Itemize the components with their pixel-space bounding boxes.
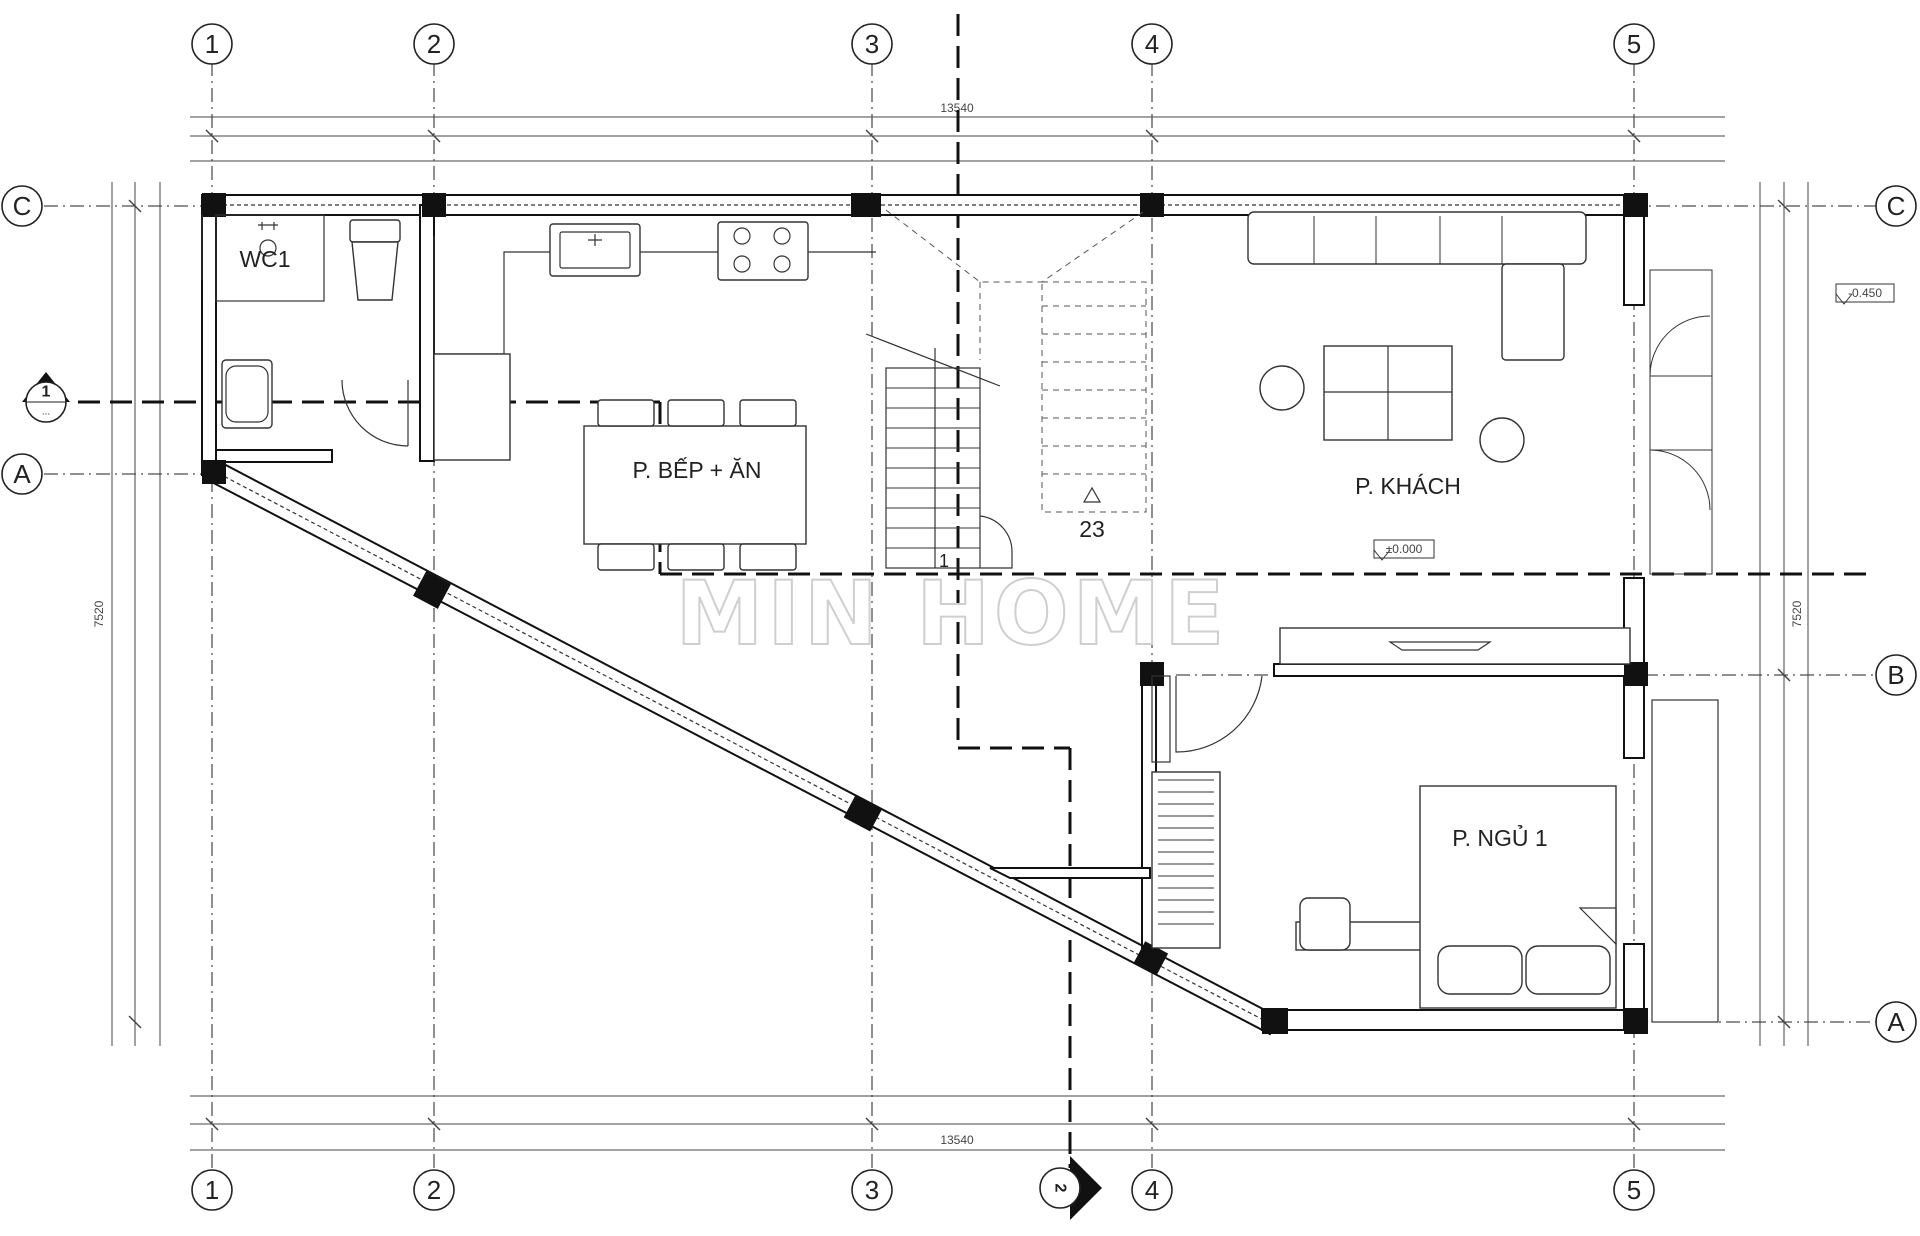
- stair-start-number: 1: [939, 551, 949, 571]
- svg-text:A: A: [1887, 1007, 1905, 1037]
- grid-bubbles-right: C B A: [1875, 185, 1917, 1043]
- dim-overall-top: 13540: [940, 101, 974, 115]
- walls: [201, 194, 1645, 1036]
- wc-fixtures: [201, 214, 409, 447]
- grid-bubble-bottom-4: 4: [1131, 1169, 1173, 1211]
- grid-bubbles-left: C A: [1, 185, 43, 495]
- section-marker-1: 1 ...: [22, 372, 70, 423]
- grid-bubble-right-c: C: [1875, 185, 1917, 227]
- bedroom-fixtures: [1151, 675, 1719, 1023]
- section-marker-2: 2: [1039, 1156, 1102, 1220]
- grid-bubble-top-2: 2: [413, 23, 455, 65]
- svg-text:4: 4: [1145, 1175, 1159, 1205]
- staircase: [865, 209, 1147, 569]
- svg-text:1: 1: [205, 1175, 219, 1205]
- grid-bubbles-bottom: 1 2 3 4 5: [191, 1169, 1655, 1211]
- grid-bubble-left-a: A: [1, 453, 43, 495]
- section-1-ref: ...: [42, 407, 50, 418]
- dimension-lines: [111, 116, 1809, 1151]
- svg-text:3: 3: [865, 29, 879, 59]
- svg-text:A: A: [13, 459, 31, 489]
- svg-text:2: 2: [427, 29, 441, 59]
- level-marker-floor: ±0.000: [1373, 539, 1435, 561]
- watermark: MIN HOME: [676, 562, 1229, 665]
- room-label-bedroom: P. NGỦ 1: [1452, 823, 1547, 851]
- grid-bubble-bottom-3: 3: [851, 1169, 893, 1211]
- grid-bubbles-top: 1 2 3 4 5: [191, 23, 1655, 65]
- structural-columns: [202, 193, 1648, 1034]
- level-floor-text: ±0.000: [1386, 542, 1423, 556]
- svg-text:3: 3: [865, 1175, 879, 1205]
- living-fixtures: [1247, 211, 1713, 665]
- grid-bubble-top-3: 3: [851, 23, 893, 65]
- dim-right-side: 7520: [1790, 600, 1804, 627]
- room-label-kitchen: P. BẾP + ĂN: [633, 456, 762, 483]
- svg-text:4: 4: [1145, 29, 1159, 59]
- svg-text:B: B: [1887, 660, 1904, 690]
- kitchen-fixtures: [433, 221, 876, 571]
- grid-bubble-right-a: A: [1875, 1001, 1917, 1043]
- grid-bubble-top-1: 1: [191, 23, 233, 65]
- grid-bubble-bottom-1: 1: [191, 1169, 233, 1211]
- grid-bubble-right-b: B: [1875, 654, 1917, 696]
- svg-text:C: C: [1887, 191, 1906, 221]
- section-2-number: 2: [1052, 1184, 1069, 1193]
- svg-text:5: 5: [1627, 1175, 1641, 1205]
- grid-bubble-bottom-2: 2: [413, 1169, 455, 1211]
- dim-overall-bottom: 13540: [940, 1133, 974, 1147]
- level-marker-entrance: -0.450: [1835, 283, 1895, 305]
- room-label-wc: WC1: [239, 246, 290, 272]
- svg-text:2: 2: [427, 1175, 441, 1205]
- grid-bubble-bottom-5: 5: [1613, 1169, 1655, 1211]
- stair-end-number: 23: [1079, 516, 1105, 542]
- section-1-number: 1: [42, 384, 51, 401]
- dim-left-side: 7520: [92, 600, 106, 627]
- grid-bubble-top-5: 5: [1613, 23, 1655, 65]
- grid-bubble-left-c: C: [1, 185, 43, 227]
- level-entrance-text: -0.450: [1848, 286, 1882, 300]
- svg-text:C: C: [13, 191, 32, 221]
- svg-text:5: 5: [1627, 29, 1641, 59]
- grid-bubble-top-4: 4: [1131, 23, 1173, 65]
- svg-text:1: 1: [205, 29, 219, 59]
- room-label-living: P. KHÁCH: [1355, 473, 1461, 499]
